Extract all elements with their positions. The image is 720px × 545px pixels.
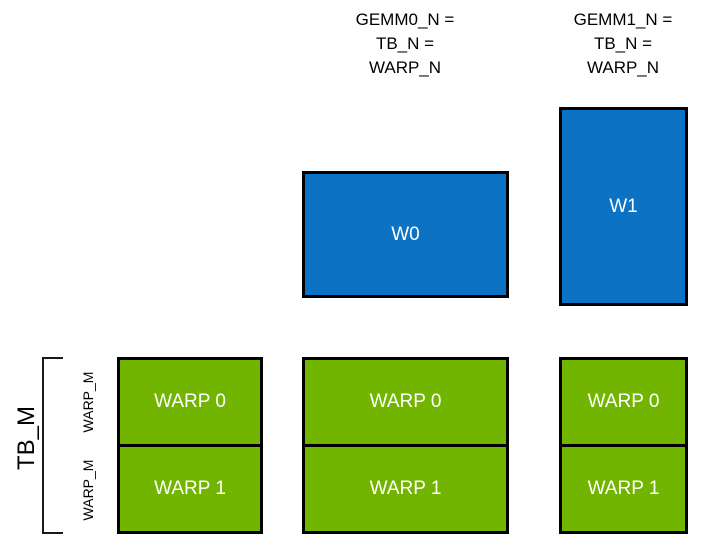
warp-cell-warp1: WARP 1: [562, 444, 685, 531]
warp-tile-w1: W1: [559, 107, 688, 306]
warp-cell-label: WARP 1: [154, 478, 226, 499]
warp-m-label-bottom: WARP_M: [80, 459, 96, 521]
warp-column-0: WARP 0 WARP 1: [117, 357, 263, 534]
warp-cell-warp0: WARP 0: [120, 360, 260, 444]
warp-cell-label: WARP 1: [369, 478, 442, 499]
warp-tile-w0: W0: [302, 171, 509, 298]
warp-cell-warp1: WARP 1: [120, 444, 260, 531]
column-caption-gemm0: GEMM0_N = TB_N = WARP_N: [355, 10, 455, 77]
warp-cell-warp0: WARP 0: [305, 360, 506, 444]
warp-tile-w0-label: W0: [391, 223, 420, 245]
tb-m-label: TB_M: [13, 406, 40, 471]
warp-cell-label: WARP 1: [587, 478, 660, 499]
warp-cell-label: WARP 0: [369, 391, 442, 412]
column-caption-gemm1: GEMM1_N = TB_N = WARP_N: [573, 10, 673, 77]
warp-cell-warp1: WARP 1: [305, 444, 506, 531]
warp-column-1: WARP 0 WARP 1: [302, 357, 509, 534]
warp-column-2: WARP 0 WARP 1: [559, 357, 688, 534]
warp-cell-label: WARP 0: [587, 391, 660, 412]
warp-cell-warp0: WARP 0: [562, 360, 685, 444]
warp-cell-label: WARP 0: [154, 391, 226, 412]
warp-tile-w1-label: W1: [609, 195, 638, 217]
tb-m-bracket: [42, 357, 63, 534]
